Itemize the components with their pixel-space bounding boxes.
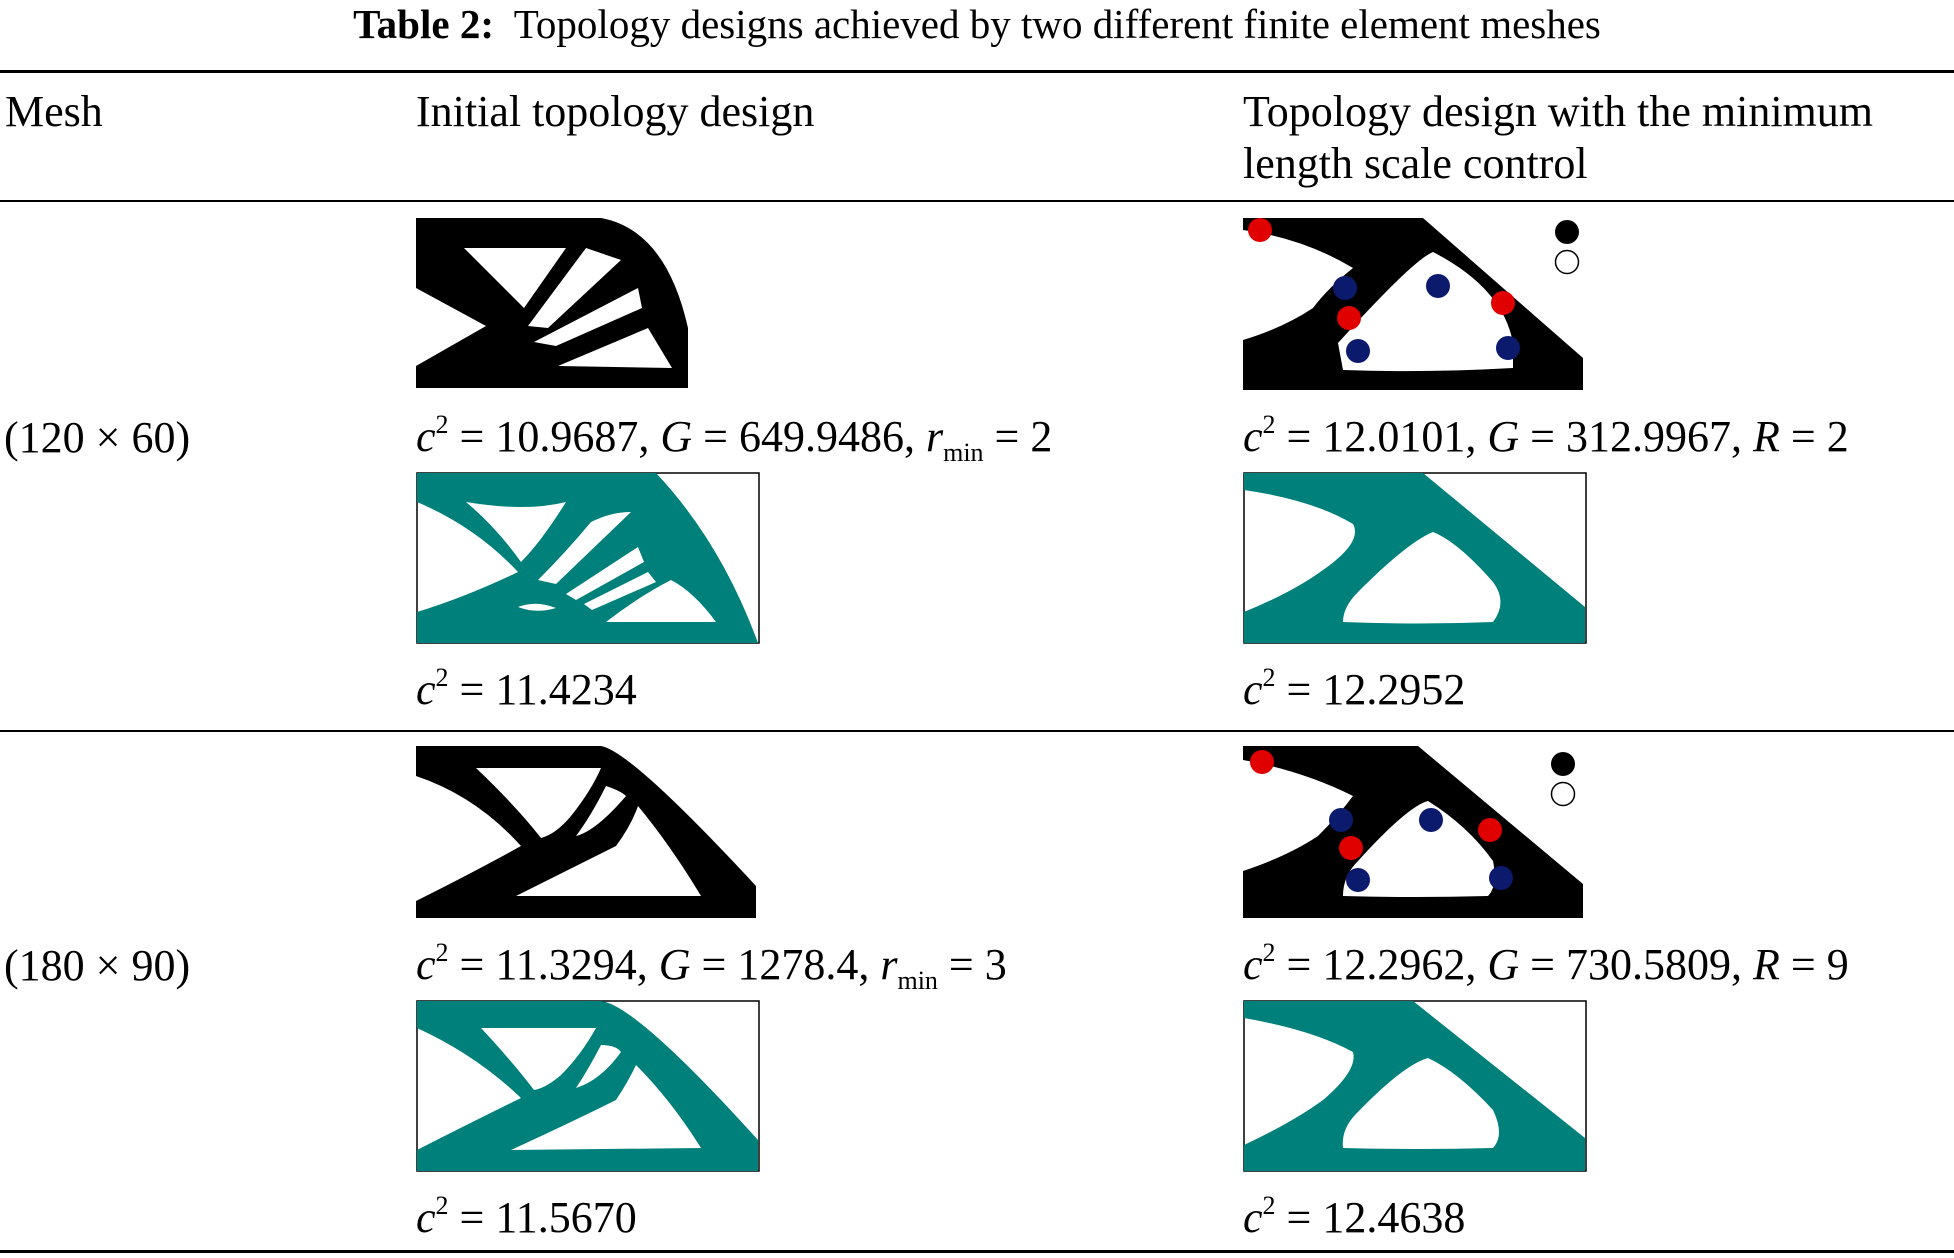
header-rule: [0, 200, 1954, 202]
top-rule: [0, 70, 1954, 73]
row1-mesh-label: (120 × 60): [4, 413, 191, 462]
header-controlled-design-line1: Topology design with the minimum: [1243, 87, 1874, 136]
blue-marker: [1346, 868, 1370, 892]
red-marker: [1337, 306, 1361, 330]
blue-marker: [1346, 339, 1370, 363]
blue-marker: [1426, 274, 1450, 298]
row2-initial-metrics: c2 = 11.3294, G = 1278.4, rmin = 3: [416, 938, 1007, 995]
legend-filled-circle: [1551, 752, 1575, 776]
table-caption: Table 2: Topology designs achieved by tw…: [0, 0, 1954, 48]
blue-marker: [1496, 336, 1520, 360]
row1-controlled-smoothed-image: [1243, 472, 1587, 644]
row1-initial-smoothed-image: [416, 472, 760, 644]
row1-initial-topology-image: [416, 218, 688, 388]
row2-controlled-smoothed-image: [1243, 1000, 1587, 1172]
bottom-rule: [0, 1250, 1954, 1253]
row1-controlled-topology-image: [1243, 218, 1583, 390]
row2-controlled-metrics: c2 = 12.2962, G = 730.5809, R = 9: [1243, 938, 1849, 990]
red-marker: [1491, 291, 1515, 315]
legend-filled-circle: [1555, 220, 1579, 244]
caption-label: Table 2:: [353, 1, 494, 47]
row1-controlled-smoothed-metric: c2 = 12.2952: [1243, 663, 1466, 715]
row1-initial-metrics: c2 = 10.9687, G = 649.9486, rmin = 2: [416, 410, 1053, 467]
row2-controlled-smoothed-metric: c2 = 12.4638: [1243, 1191, 1466, 1243]
row2-mesh-label: (180 × 90): [4, 941, 191, 990]
blue-marker: [1419, 808, 1443, 832]
blue-marker: [1489, 866, 1513, 890]
header-mesh: Mesh: [5, 87, 103, 136]
row2-controlled-topology-image: [1243, 746, 1583, 918]
row2-initial-topology-image: [416, 746, 756, 918]
header-initial-design: Initial topology design: [416, 87, 815, 136]
blue-marker: [1329, 808, 1353, 832]
red-marker: [1248, 218, 1272, 242]
row1-initial-smoothed-metric: c2 = 11.4234: [416, 663, 637, 715]
red-marker: [1478, 818, 1502, 842]
row1-controlled-metrics: c2 = 12.0101, G = 312.9967, R = 2: [1243, 410, 1849, 462]
red-marker: [1250, 750, 1274, 774]
red-marker: [1339, 836, 1363, 860]
legend-hollow-circle: [1550, 781, 1576, 807]
row2-initial-smoothed-metric: c2 = 11.5670: [416, 1191, 637, 1243]
blue-marker: [1333, 276, 1357, 300]
caption-text: Topology designs achieved by two differe…: [513, 1, 1601, 47]
header-controlled-design-line2: length scale control: [1243, 139, 1588, 188]
row2-initial-smoothed-image: [416, 1000, 760, 1172]
legend-hollow-circle: [1554, 249, 1580, 275]
row-separator-rule: [0, 730, 1954, 732]
